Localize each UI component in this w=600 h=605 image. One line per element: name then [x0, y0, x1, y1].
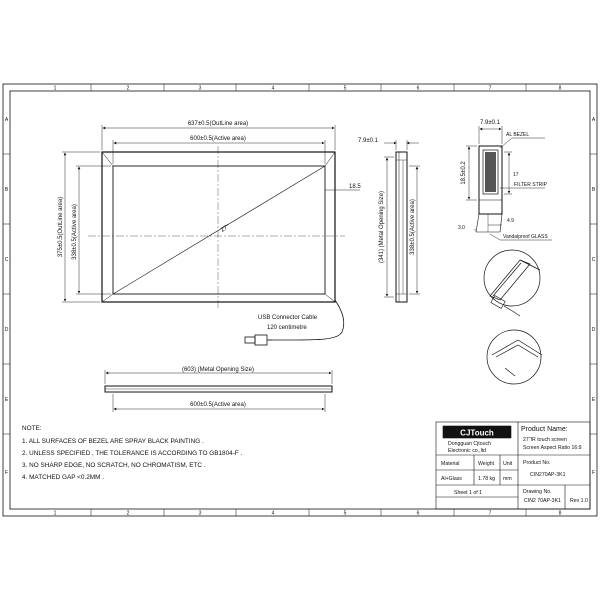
company-logo: CJTouch [460, 429, 494, 438]
note-item: 1. ALL SURFACES OF BEZEL ARE SPRAY BLACK… [22, 438, 204, 445]
col-label-top: 3 [199, 86, 202, 92]
row-label-right: F [592, 470, 595, 476]
bezel-offset-label: 18.5 [349, 184, 361, 190]
notes-title: NOTE: [22, 425, 42, 432]
col-label-top: 7 [489, 86, 492, 92]
row-label-left: E [5, 397, 9, 403]
front-dimensions [62, 125, 360, 303]
col-label-top: 5 [344, 86, 347, 92]
connector-detail [490, 295, 521, 317]
weight-value: 1.78 kg [478, 476, 495, 482]
front-view [88, 146, 345, 310]
row-label-left: F [5, 470, 8, 476]
col-label-top: 6 [417, 86, 420, 92]
usb-cable [244, 299, 345, 346]
note-item: 3. NO SHARP EDGE, NO SCRATCH, NO CHROMAT… [22, 462, 206, 469]
outline-width-label: 637±0.5(OutLine area) [188, 121, 248, 127]
note-item: 4. MATCHED GAP <0.2MM . [22, 474, 104, 481]
col-label-bottom: 6 [417, 511, 420, 517]
row-label-right: C [592, 257, 596, 263]
unit-label: Unit [503, 461, 513, 467]
col-label-top: 1 [54, 86, 57, 92]
detail-thickness-label: 7.9±0.1 [480, 120, 501, 126]
col-label-bottom: 4 [272, 511, 275, 517]
outer-frame [2, 83, 598, 517]
column-labels: 1 2 3 4 5 6 7 8 1 2 3 4 5 6 7 8 [54, 86, 562, 517]
row-label-right: D [592, 327, 596, 333]
row-label-right: A [592, 117, 596, 123]
cable-title: USB Connector Cable [258, 315, 318, 321]
col-label-bottom: 3 [199, 511, 202, 517]
filter-strip-label: FILTER STRIP [514, 182, 548, 188]
company-name-line-2: Electronic co.,ltd [448, 448, 486, 454]
active-width-label: 600±0.5(Active area) [190, 136, 246, 142]
weight-label: Weight [478, 461, 495, 467]
drawing-no-label: Drawing No. [523, 489, 552, 495]
bottom-dimensions [104, 370, 333, 412]
inner-frame [9, 90, 591, 510]
col-label-top: 2 [127, 86, 130, 92]
material-label: Material [441, 461, 459, 467]
detail-height-label: 18.5±0.2 [461, 161, 467, 185]
product-name-label: Product Name: [521, 426, 568, 433]
detail-30-label: 3.0 [458, 225, 465, 231]
detail-section [475, 145, 503, 233]
outline-bezel [101, 151, 336, 303]
side-active-height-label: 338±0.5(Active area) [410, 199, 416, 255]
revision-label: Rev 1.0 [570, 498, 588, 504]
row-label-left: D [5, 327, 9, 333]
sheet-label: Sheet 1 of 1 [454, 490, 482, 496]
grid-ticks [3, 84, 597, 516]
col-label-bottom: 5 [344, 511, 347, 517]
title-block [435, 421, 591, 510]
bottom-metal-opening-label: (603) (Metal Opening Size) [182, 367, 254, 373]
detail-dimensions [466, 126, 552, 241]
side-view [395, 151, 408, 303]
detail-49-label: 4.9 [507, 218, 514, 224]
corner-detail-1 [483, 249, 541, 307]
col-label-bottom: 8 [559, 511, 562, 517]
diagonal-line [112, 165, 326, 295]
material-value: Al+Glass [441, 476, 462, 482]
corner-detail-2 [486, 329, 543, 385]
product-name-line-2: Screen Aspect Ratio 16:9 [523, 445, 582, 451]
drawing-no-value: CIN2 70AP-3K1 [524, 498, 561, 504]
active-area [112, 165, 326, 295]
side-metal-opening-label: (341) (Metal Opening Size) [379, 191, 385, 263]
bottom-view [104, 385, 333, 393]
row-labels: A B C D E F A B C D E F [5, 117, 596, 476]
unit-value: mm [503, 476, 512, 482]
detail-17-label: 17 [513, 172, 519, 178]
active-height-label: 338±0.5(Active area) [72, 204, 78, 260]
product-no-value: CIN270AP-3K1 [530, 472, 566, 478]
col-label-top: 4 [272, 86, 275, 92]
col-label-bottom: 2 [127, 511, 130, 517]
company-name-line-1: Dongguan Cjtouch [448, 441, 491, 447]
diagonal-label: 27" [220, 224, 231, 234]
side-dimensions [384, 140, 420, 298]
note-item: 2. UNLESS SPECIFIED , THE TOLERANCE IS A… [22, 450, 243, 457]
row-label-left: A [5, 117, 9, 123]
row-label-right: B [592, 187, 596, 193]
row-label-right: E [592, 397, 596, 403]
notes-block: NOTE: 1. ALL SURFACES OF BEZEL ARE SPRAY… [22, 425, 243, 481]
product-no-label: Product No. [523, 460, 550, 466]
vandalproof-glass-label: Vandalproof GLASS [503, 234, 548, 240]
col-label-top: 8 [559, 86, 562, 92]
outline-height-label: 375±0.5(OutLine area) [58, 197, 64, 257]
row-label-left: B [5, 187, 9, 193]
row-label-left: C [5, 257, 9, 263]
side-thickness-label: 7.9±0.1 [358, 138, 379, 144]
bottom-active-width-label: 600±0.5(Active area) [190, 402, 246, 408]
al-bezel-label: AL BEZEL [506, 132, 529, 138]
cable-length: 120 centimetre [267, 325, 307, 331]
product-name-line-1: 27"IR touch screen [523, 437, 567, 443]
col-label-bottom: 7 [489, 511, 492, 517]
col-label-bottom: 1 [54, 511, 57, 517]
